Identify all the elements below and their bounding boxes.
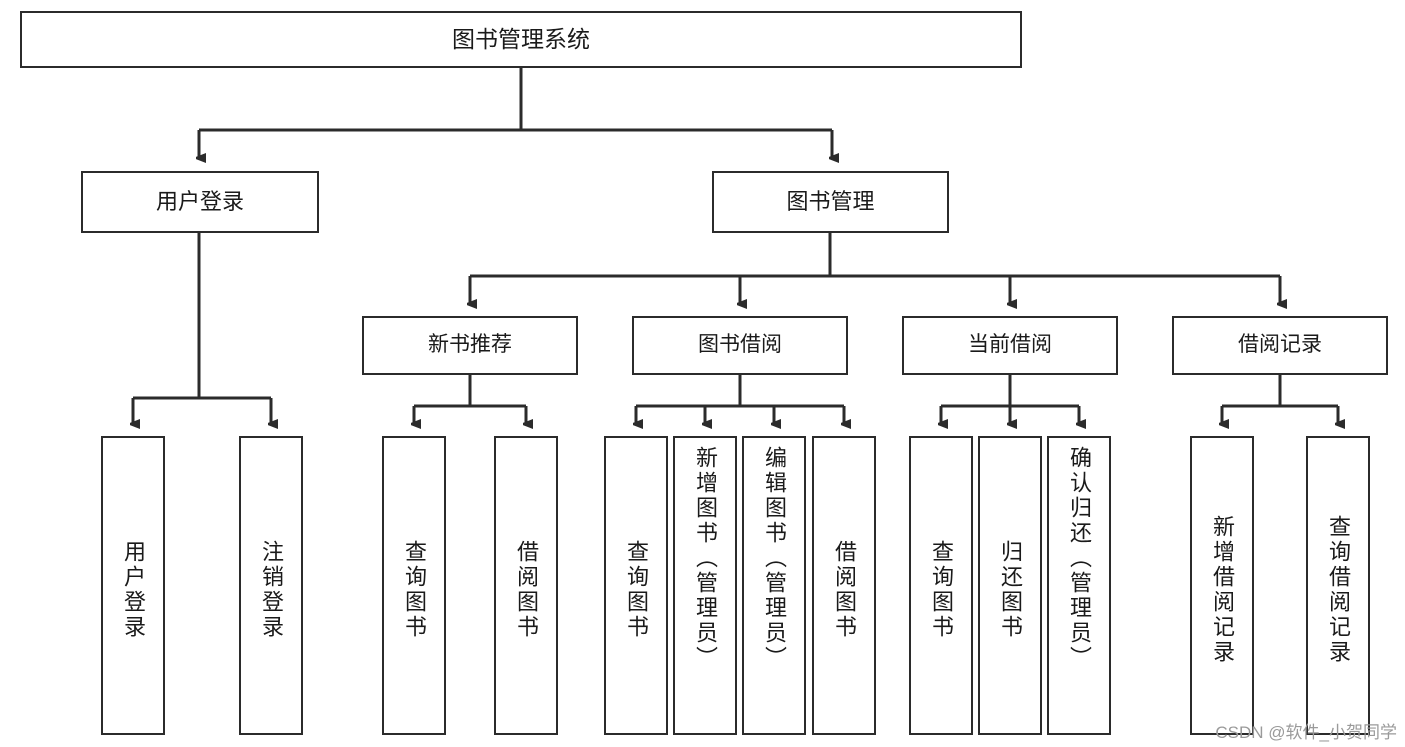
- node-label: 用户登录: [121, 539, 146, 640]
- leaf-add-borrow-record[interactable]: 新增借阅记录: [1190, 436, 1254, 735]
- leaf-add-book[interactable]: 新增图书（管理员）: [673, 436, 737, 735]
- leaf-user-login[interactable]: 用户登录: [101, 436, 165, 735]
- node-label: 图书管理: [786, 189, 875, 215]
- node-label: 用户登录: [155, 189, 244, 215]
- node-book-borrow[interactable]: 图书借阅: [632, 316, 848, 375]
- leaf-borrow-book-recommend[interactable]: 借阅图书: [494, 436, 558, 735]
- leaf-query-borrow-record[interactable]: 查询借阅记录: [1306, 436, 1370, 735]
- node-label: 当前借阅: [968, 333, 1052, 357]
- node-current-borrow[interactable]: 当前借阅: [902, 316, 1118, 375]
- leaf-confirm-return[interactable]: 确认归还（管理员）: [1047, 436, 1111, 735]
- node-label: 查询图书: [402, 539, 427, 640]
- csdn-watermark: CSDN @软件_小贺同学: [1215, 723, 1397, 742]
- node-label: 查询图书: [624, 539, 649, 640]
- node-label: 借阅记录: [1238, 333, 1322, 357]
- node-label: 借阅图书: [832, 539, 857, 640]
- node-label: 借阅图书: [514, 539, 539, 640]
- node-book-manage[interactable]: 图书管理: [712, 171, 949, 233]
- leaf-query-book-borrow[interactable]: 查询图书: [604, 436, 668, 735]
- node-label: 注销登录: [259, 539, 284, 640]
- node-label: 编辑图书（管理员）: [762, 446, 787, 671]
- leaf-borrow-book[interactable]: 借阅图书: [812, 436, 876, 735]
- node-label: 确认归还（管理员）: [1067, 446, 1092, 671]
- leaf-edit-book[interactable]: 编辑图书（管理员）: [742, 436, 806, 735]
- leaf-query-book-recommend[interactable]: 查询图书: [382, 436, 446, 735]
- node-borrow-record[interactable]: 借阅记录: [1172, 316, 1388, 375]
- node-label: 新书推荐: [428, 333, 512, 357]
- leaf-return-book[interactable]: 归还图书: [978, 436, 1042, 735]
- node-user-login[interactable]: 用户登录: [81, 171, 319, 233]
- node-label: 归还图书: [998, 539, 1023, 640]
- node-label: 查询图书: [929, 539, 954, 640]
- node-label: 查询借阅记录: [1326, 514, 1351, 665]
- node-label: 图书管理系统: [452, 26, 590, 53]
- node-root-book-management-system[interactable]: 图书管理系统: [20, 11, 1022, 68]
- node-new-book-recommend[interactable]: 新书推荐: [362, 316, 578, 375]
- leaf-logout[interactable]: 注销登录: [239, 436, 303, 735]
- leaf-query-book-current[interactable]: 查询图书: [909, 436, 973, 735]
- node-label: 新增借阅记录: [1210, 514, 1235, 665]
- node-label: 图书借阅: [698, 333, 782, 357]
- node-label: 新增图书（管理员）: [693, 446, 718, 671]
